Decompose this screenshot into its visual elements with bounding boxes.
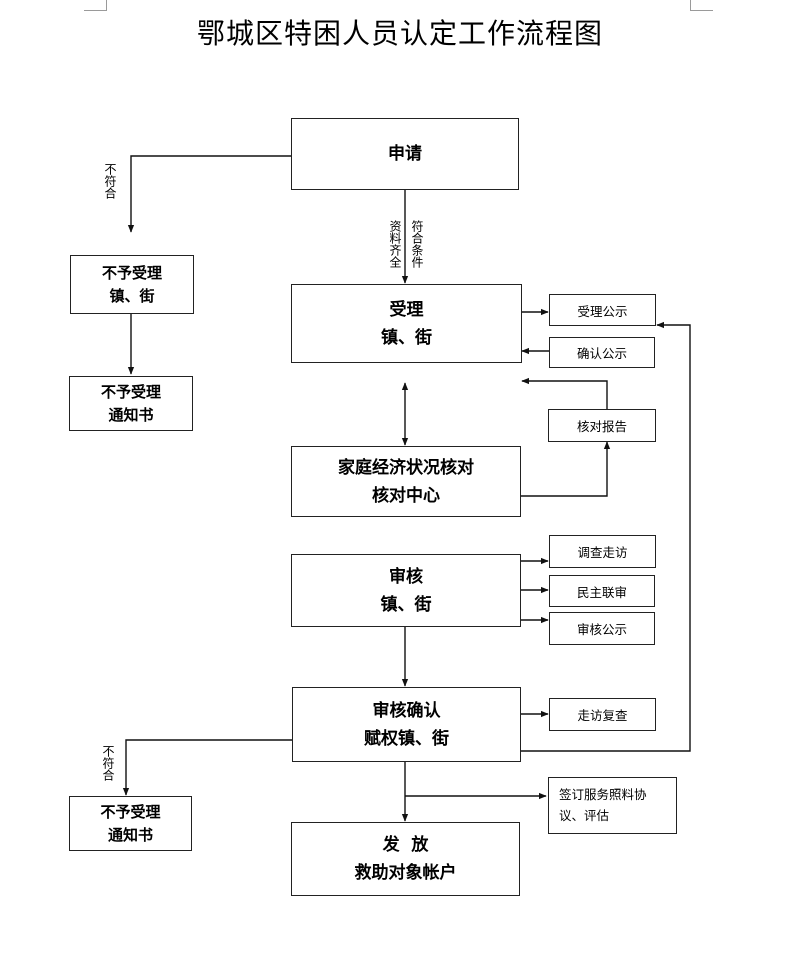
- page-corner-mark-left: [84, 0, 107, 11]
- reject-notice-2-sublabel: 通知书: [107, 825, 153, 844]
- accept-label: 受理: [389, 299, 424, 320]
- confirm-sublabel: 赋权镇、街: [364, 728, 449, 749]
- reject-notice-1-label: 不予受理: [100, 382, 161, 401]
- apply-label: 申请: [388, 144, 422, 164]
- service-agreement-box: 签订服务照料协 议、评估: [548, 777, 677, 834]
- revisit-check-label: 走访复查: [577, 708, 628, 723]
- issue-sublabel: 救助对象帐户: [354, 863, 457, 883]
- arrow-confirm-to-accept-publicity: [521, 321, 691, 752]
- democratic-review-box: 民主联审: [549, 575, 655, 607]
- arrow-apply-to-reject: [127, 155, 291, 233]
- reject-sublabel: 镇、街: [109, 286, 155, 305]
- page-corner-mark-right: [690, 0, 713, 11]
- meets-conditions-label: 符合条件: [410, 220, 424, 268]
- arrow-report-to-accept: [521, 377, 608, 410]
- page-title: 鄂城区特困人员认定工作流程图: [196, 17, 603, 50]
- survey-visit-label: 调查走访: [577, 545, 628, 560]
- revisit-check-box: 走访复查: [549, 698, 656, 731]
- accept-box: 受理 镇、街: [291, 284, 522, 363]
- review-sublabel: 镇、街: [380, 594, 432, 615]
- reject-notice-1-sublabel: 通知书: [108, 405, 154, 424]
- review-label: 审核: [389, 566, 423, 587]
- reject-notice-box-2: 不予受理 通知书: [69, 796, 192, 851]
- arrow-confirm-to-reject-notice: [122, 739, 292, 796]
- confirm-label: 审核确认: [372, 700, 441, 721]
- review-publicity-label: 审核公示: [576, 622, 627, 637]
- reject-box: 不予受理 镇、街: [70, 255, 194, 314]
- issue-box: 发 放 救助对象帐户: [291, 822, 520, 896]
- docs-complete-label: 资料齐全: [388, 220, 402, 268]
- survey-visit-box: 调查走访: [549, 535, 656, 568]
- reject-label: 不予受理: [101, 263, 162, 282]
- confirm-box: 审核确认 赋权镇、街: [292, 687, 521, 762]
- verify-box: 家庭经济状况核对 核对中心: [291, 446, 521, 517]
- reject-notice-box-1: 不予受理 通知书: [69, 376, 193, 431]
- service-agreement-label: 签订服务照料协: [559, 787, 647, 802]
- apply-box: 申请: [291, 118, 519, 190]
- confirm-publicity-label: 确认公示: [576, 346, 627, 361]
- verify-report-label: 核对报告: [576, 419, 627, 434]
- accept-sublabel: 镇、街: [381, 327, 432, 348]
- verify-report-box: 核对报告: [548, 409, 656, 442]
- reject-notice-2-label: 不予受理: [100, 802, 161, 821]
- issue-label: 发 放: [382, 835, 429, 855]
- verify-label: 家庭经济状况核对: [338, 457, 474, 478]
- democratic-review-label: 民主联审: [576, 584, 627, 600]
- arrow-verify-to-report: [521, 441, 611, 497]
- accept-publicity-label: 受理公示: [577, 303, 628, 319]
- review-box: 审核 镇、街: [291, 554, 521, 627]
- review-publicity-box: 审核公示: [549, 612, 655, 645]
- service-agreement-sublabel: 议、评估: [559, 808, 610, 823]
- confirm-publicity-box: 确认公示: [549, 337, 655, 368]
- not-qualified-label-top: 不符合: [103, 163, 117, 199]
- verify-sublabel: 核对中心: [372, 485, 440, 506]
- not-qualified-label-bottom: 不符合: [101, 745, 115, 781]
- accept-publicity-box: 受理公示: [549, 294, 656, 326]
